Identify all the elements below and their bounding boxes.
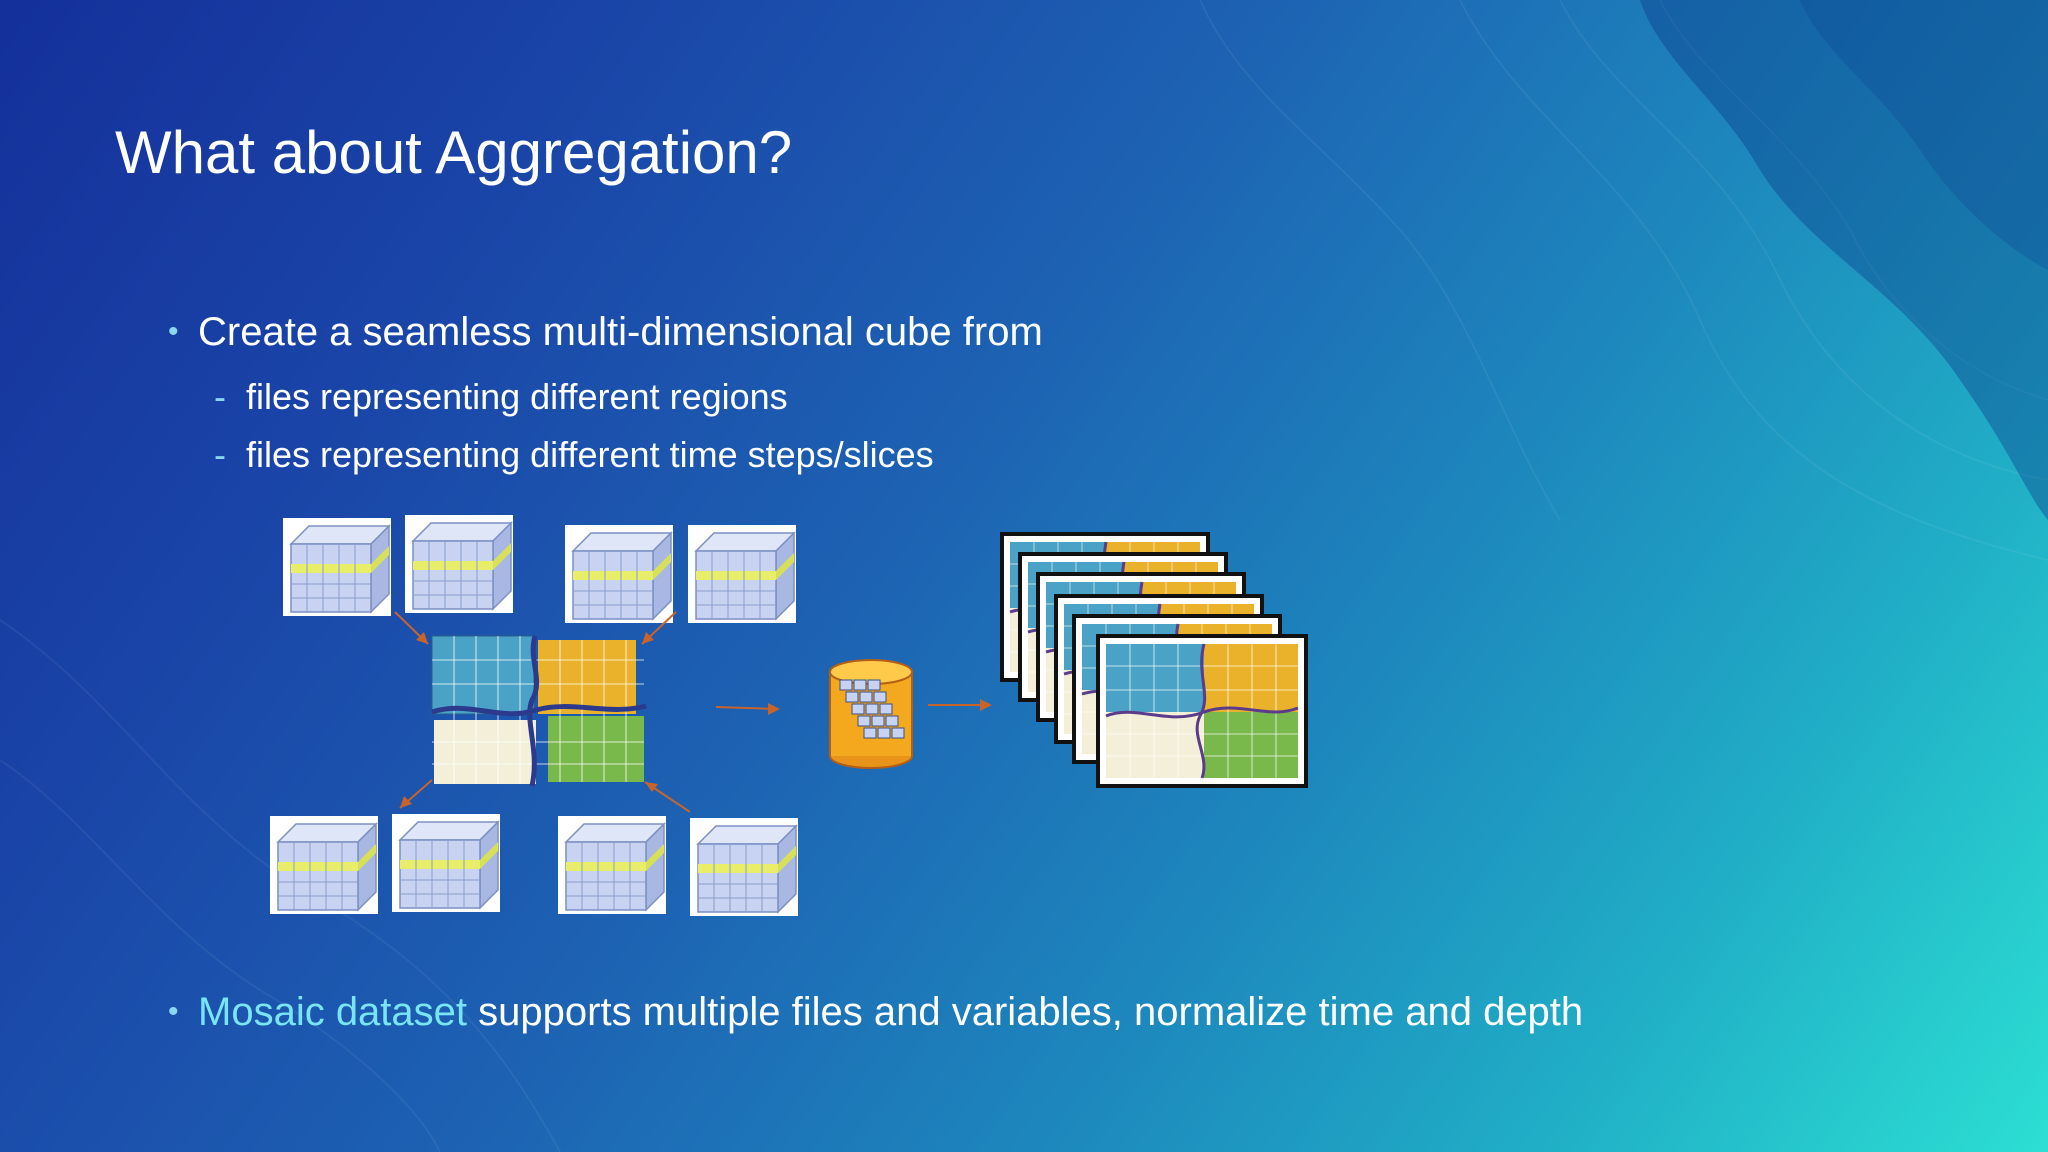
time-slice-stack-icon	[998, 530, 1308, 788]
data-cube-icon	[391, 813, 501, 913]
subbullet-text: files representing different regions	[246, 376, 788, 417]
data-cube-icon	[564, 524, 674, 624]
region-mosaic	[431, 635, 647, 787]
bullet-mosaic-dataset: • Mosaic dataset supports multiple files …	[168, 990, 1583, 1035]
data-cube-icon	[404, 514, 514, 614]
bullet-create-cube: • Create a seamless multi-dimensional cub…	[168, 310, 1043, 355]
slide-title: What about Aggregation?	[115, 119, 793, 186]
mosaic-database-icon	[829, 659, 913, 769]
data-cube-icon	[269, 815, 379, 915]
bullet-marker: •	[168, 995, 179, 1028]
arrow-head	[768, 703, 780, 715]
data-cube-icon	[689, 817, 799, 917]
highlight-text: Mosaic dataset	[198, 990, 468, 1034]
arrow-head	[980, 699, 992, 711]
data-cube-icon	[557, 815, 667, 915]
data-cube-icon	[282, 517, 392, 617]
bullet-text: supports multiple files and variables, n…	[467, 990, 1584, 1034]
data-cube-icon	[687, 524, 797, 624]
dash-marker: -	[214, 434, 226, 475]
subbullet-time-steps: -files representing different time steps…	[214, 434, 934, 476]
bullet-text: Create a seamless multi-dimensional cube…	[198, 310, 1043, 354]
subbullet-regions: -files representing different regions	[214, 376, 788, 418]
subbullet-text: files representing different time steps/…	[246, 434, 934, 475]
bullet-marker: •	[168, 315, 179, 348]
dash-marker: -	[214, 376, 226, 417]
